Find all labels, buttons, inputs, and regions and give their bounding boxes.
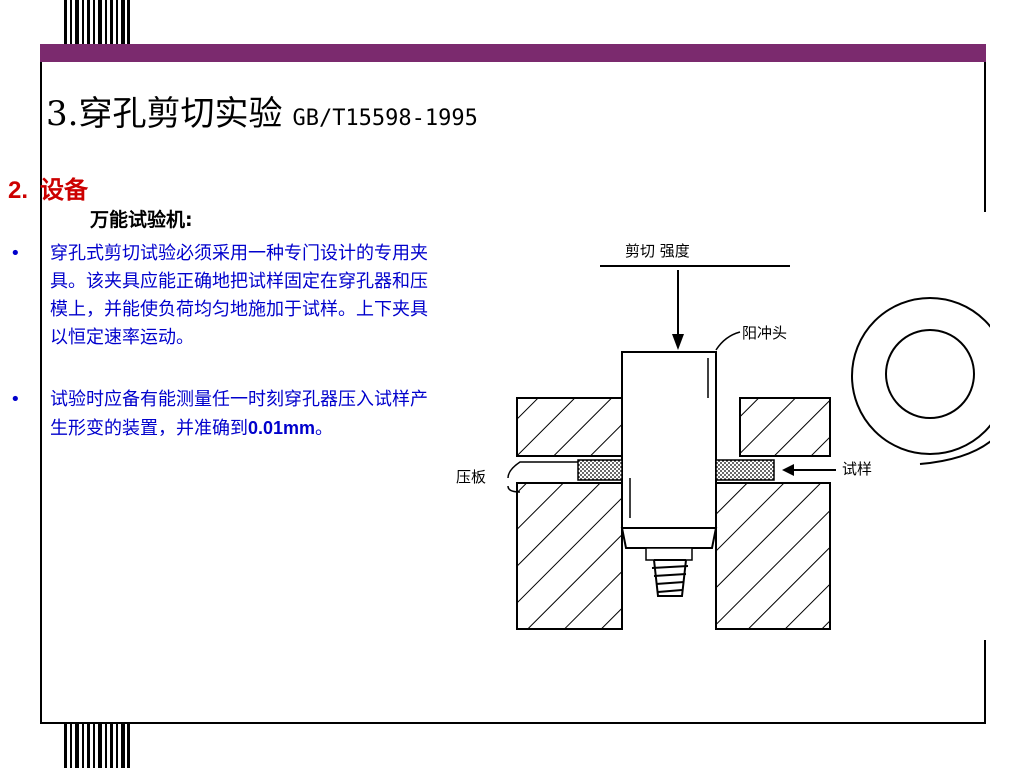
barcode-decoration-top [64,0,130,44]
bullet-text: 试验时应备有能测量任一时刻穿孔器压入试样产生形变的装置，并准确到0.01mm。 [50,386,440,443]
slide-title: 3.穿孔剪切实验 GB/T15598-1995 [46,86,478,135]
equipment-subheading: 万能试验机: [90,209,193,231]
diagram-label-specimen: 试样 [842,460,872,478]
bolt-thread [651,559,689,593]
punch-body [621,351,717,529]
bullet-text-after: 。 [315,418,334,439]
plate-leader-upper [507,461,578,479]
punch-leader-line [715,331,741,351]
precision-value: 0.01mm [248,418,316,438]
section-number: 2. [8,177,29,204]
frame-top-bar [40,44,986,62]
punch-nut [620,527,718,549]
barcode-decoration-bottom [64,724,130,768]
specimen-arrowhead [782,464,794,476]
bullet-fixture: • 穿孔式剪切试验必须采用一种专门设计的专用夹具。该夹具应能正确地把试样固定在穿… [10,240,440,352]
diagram-label-punch: 阳冲头 [742,324,787,342]
upper-die-right [739,397,831,457]
upper-die-left [516,397,623,457]
specimen-right [715,459,775,481]
section-heading: 2. 设备 [8,170,88,205]
load-arrowhead [672,334,684,350]
bolt-neck [645,547,693,561]
title-text: 3.穿孔剪切实验 [46,94,283,134]
annular-specimen-edge [919,440,990,465]
bullet-measurement: • 试验时应备有能测量任一时刻穿孔器压入试样产生形变的装置，并准确到0.01mm… [10,386,440,443]
lower-die-left [516,482,623,630]
frame-right-border-lower [984,640,986,724]
bullet-marker: • [10,389,21,410]
standard-code: GB/T15598-1995 [292,106,478,131]
lower-die-right [715,482,831,630]
frame-bottom-border [40,722,986,724]
diagram-label-shear-strength: 剪切 强度 [625,242,690,260]
section-label: 设备 [40,177,89,204]
frame-right-border-upper [984,62,986,212]
punch-shear-fixture-diagram: 剪切 强度 阳冲头 压板 试样 [456,242,990,630]
bullet-text: 穿孔式剪切试验必须采用一种专门设计的专用夹具。该夹具应能正确地把试样固定在穿孔器… [50,243,428,348]
specimen-left [577,459,623,481]
frame-left-border [40,62,42,724]
annular-specimen-hole [885,329,975,419]
diagram-label-press-plate: 压板 [456,468,486,486]
bullet-text-before: 试验时应备有能测量任一时刻穿孔器压入试样产生形变的装置，并准确到 [50,389,428,439]
plate-leader-lower [507,485,521,493]
bullet-marker: • [10,243,21,264]
bolt-outline [653,559,687,597]
